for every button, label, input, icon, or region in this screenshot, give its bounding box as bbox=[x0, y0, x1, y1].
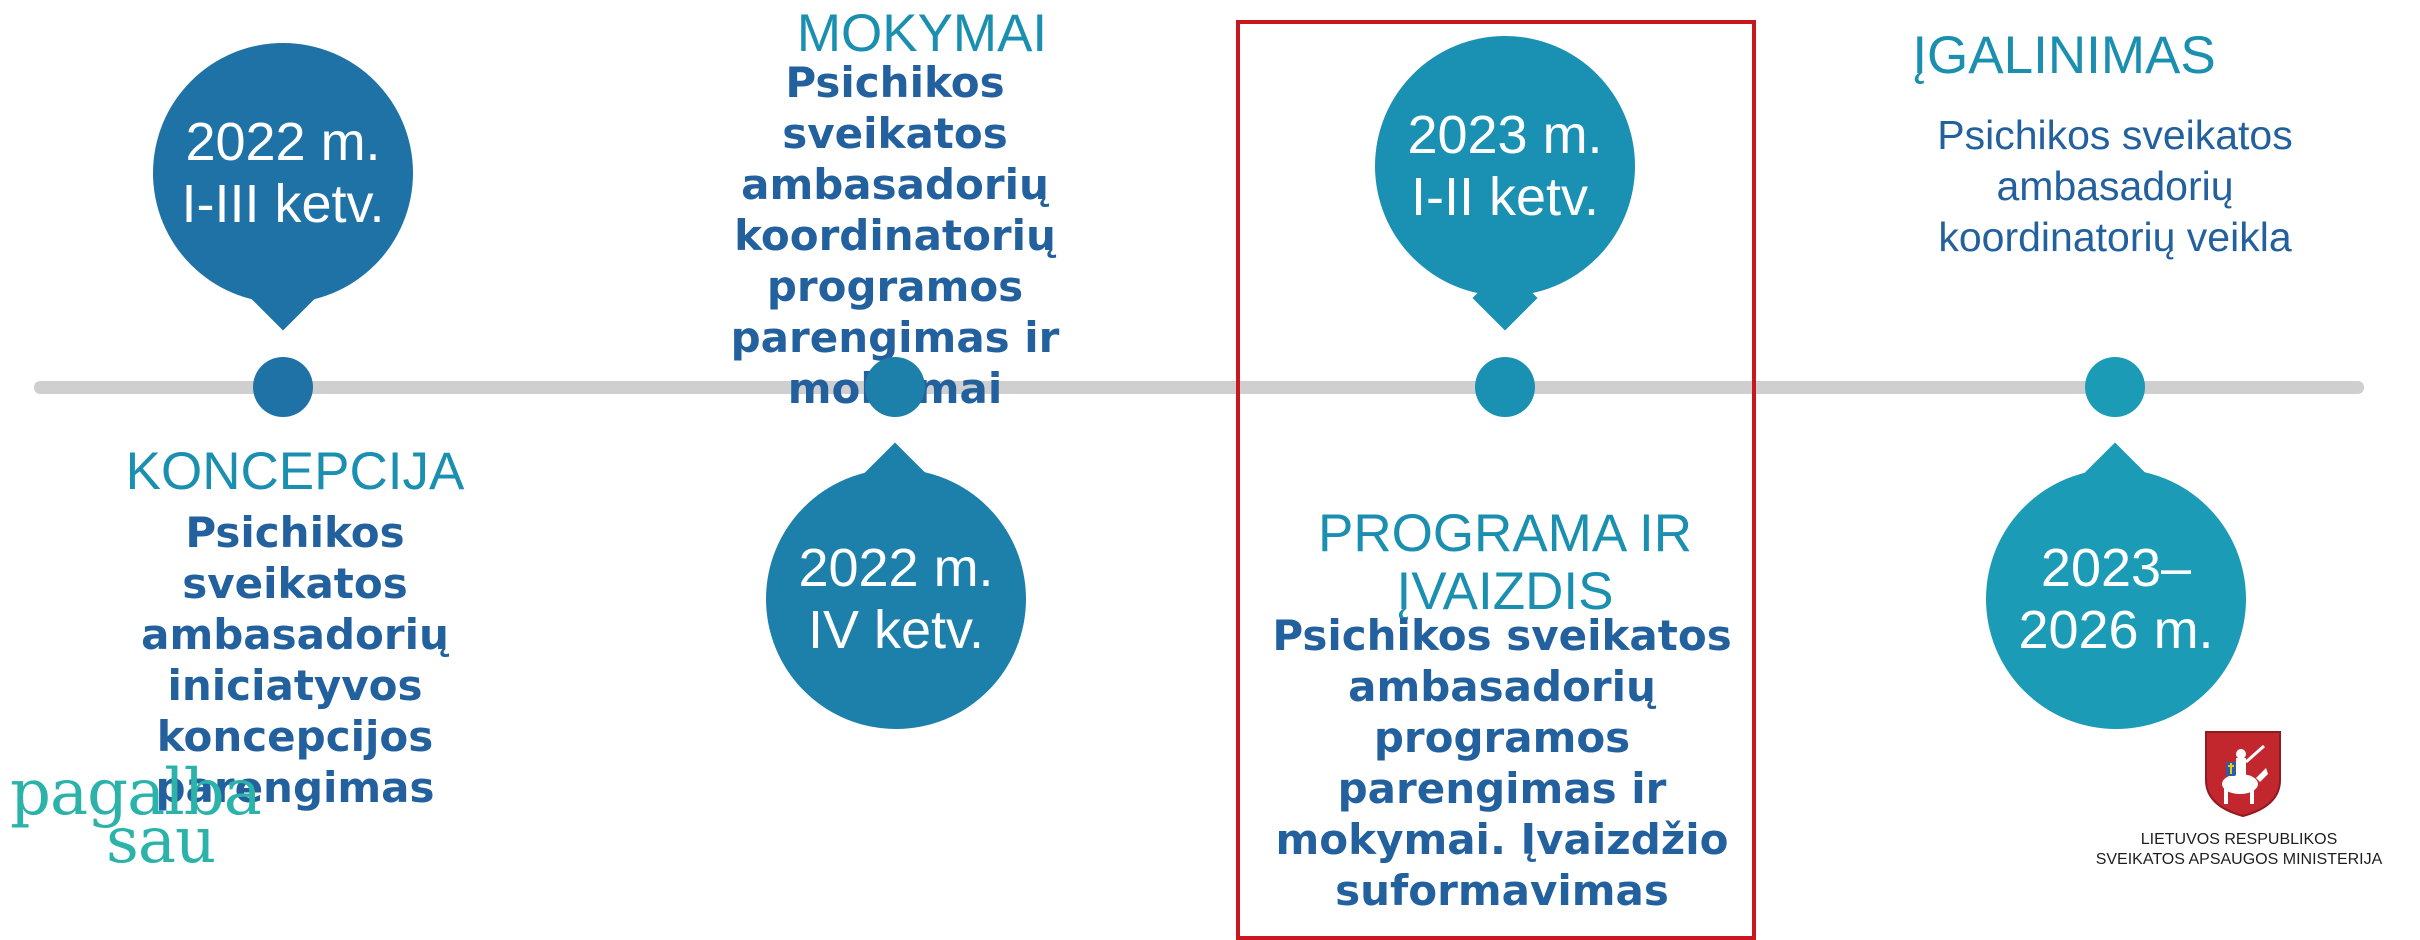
milestone-description: Psichikos sveikatos ambasadorių programo… bbox=[1272, 610, 1732, 916]
date-line: 2023 m. bbox=[1407, 105, 1603, 165]
description-line: parengimas bbox=[155, 763, 435, 812]
logo-word: pagalba bbox=[10, 756, 262, 830]
description-line: koncepcijos bbox=[156, 712, 434, 761]
description-line: ambasadorių bbox=[1348, 662, 1656, 711]
date-line: 2022 m. bbox=[185, 112, 381, 172]
description-line: parengimas ir bbox=[730, 313, 1060, 362]
date-bubble: 2022 m. I-III ketv. bbox=[153, 43, 413, 303]
description-line: Psichikos sveikatos bbox=[782, 58, 1008, 158]
description-line: mokymai. Įvaizdžio bbox=[1275, 815, 1729, 864]
date-line: 2022 m. bbox=[798, 538, 994, 598]
milestone-description: Psichikos sveikatos ambasadorių koordina… bbox=[1870, 110, 2360, 263]
description-line: ambasadorių bbox=[741, 160, 1049, 209]
description-line: iniciatyvos bbox=[167, 661, 423, 710]
date-line: I-II ketv. bbox=[1410, 167, 1600, 227]
date-bubble: 2022 m. IV ketv. bbox=[766, 469, 1026, 729]
heading-line: PROGRAMA IR bbox=[1317, 504, 1692, 563]
date-line: I-III ketv. bbox=[181, 174, 385, 234]
timeline-track bbox=[34, 381, 2364, 394]
description-line: koordinatorių veikla bbox=[1938, 214, 2292, 260]
description-line: Psichikos sveikatos bbox=[182, 508, 408, 608]
milestone-heading: KONCEPCIJA bbox=[125, 442, 465, 501]
date-line: 2026 m. bbox=[2018, 600, 2214, 660]
description-line: ambasadorių bbox=[141, 610, 449, 659]
pagalba-sau-logo: pagalba sau bbox=[10, 756, 290, 876]
ministry-line: SVEIKATOS APSAUGOS MINISTERIJA bbox=[2095, 851, 2383, 868]
date-bubble: 2023 m. I-II ketv. bbox=[1375, 36, 1635, 296]
description-line: Psichikos sveikatos bbox=[1272, 611, 1732, 660]
coat-of-arms-icon bbox=[2202, 728, 2284, 818]
timeline-dot bbox=[2085, 357, 2145, 417]
description-line: programos bbox=[1373, 713, 1631, 762]
milestone-heading: ĮGALINIMAS bbox=[1912, 26, 2216, 85]
description-line: suformavimas bbox=[1335, 866, 1669, 915]
description-line: parengimas ir bbox=[1337, 764, 1667, 813]
milestone-description: Psichikos sveikatos ambasadorių iniciaty… bbox=[70, 507, 520, 813]
date-line: 2023– bbox=[2040, 538, 2192, 598]
description-line: koordinatorių bbox=[734, 211, 1056, 260]
description-line: Psichikos sveikatos bbox=[1937, 112, 2293, 158]
ministry-line: LIETUVOS RESPUBLIKOS bbox=[2140, 831, 2338, 848]
description-line: programos bbox=[766, 262, 1024, 311]
timeline-dot bbox=[1475, 357, 1535, 417]
milestone-heading: PROGRAMA IR ĮVAIZDIS bbox=[1245, 502, 1765, 624]
date-line: IV ketv. bbox=[807, 600, 985, 660]
ministry-label: LIETUVOS RESPUBLIKOS SVEIKATOS APSAUGOS … bbox=[2064, 830, 2414, 870]
description-line: ambasadorių bbox=[1996, 163, 2234, 209]
date-bubble: 2023– 2026 m. bbox=[1986, 469, 2246, 729]
milestone-heading: MOKYMAI bbox=[796, 4, 1048, 63]
highlight-frame bbox=[1236, 20, 1756, 940]
timeline-dot bbox=[253, 357, 313, 417]
logo-word: sau bbox=[106, 804, 216, 878]
heading-line: ĮVAIZDIS bbox=[1396, 562, 1614, 621]
timeline-dot bbox=[865, 357, 925, 417]
